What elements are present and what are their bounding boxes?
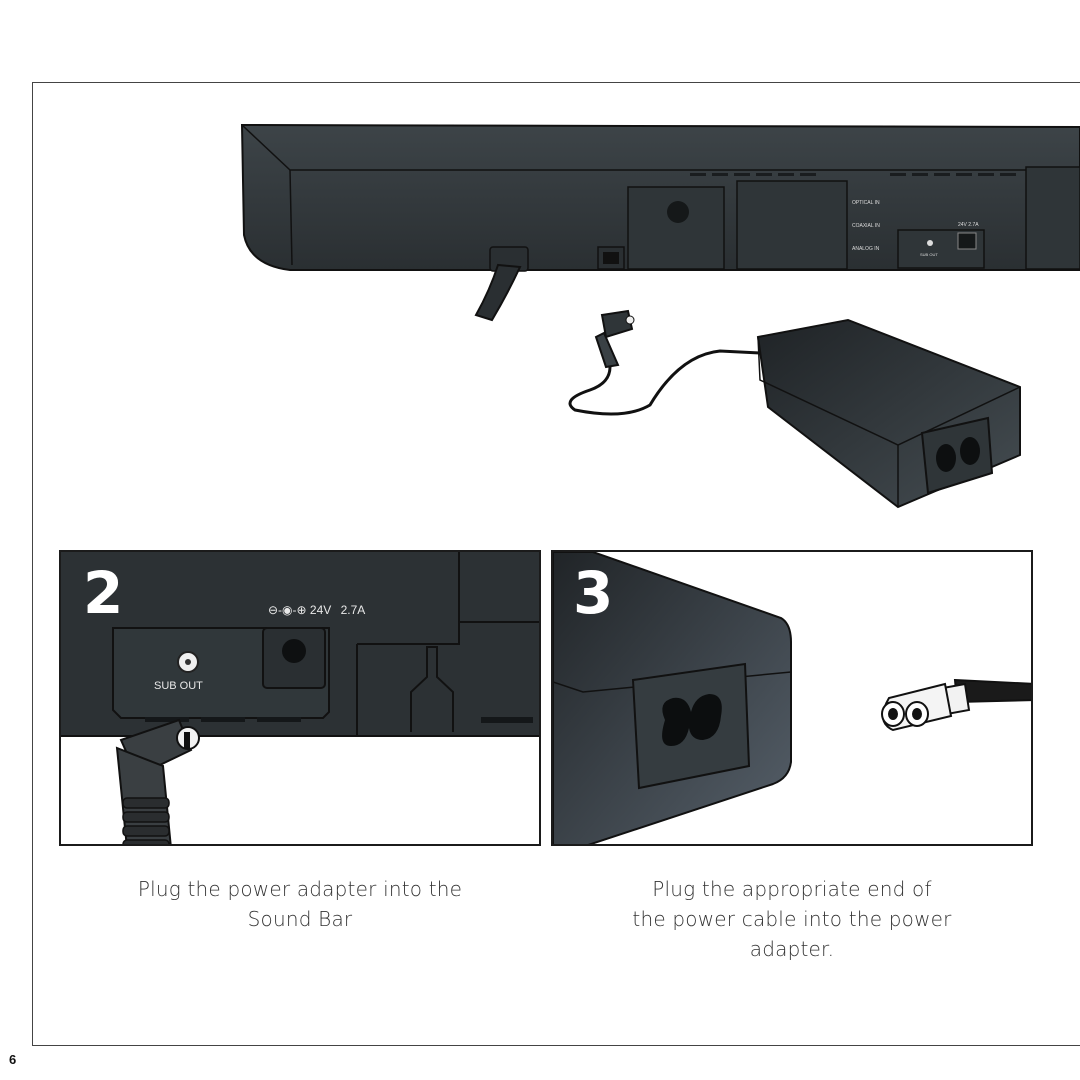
inserted-cable bbox=[474, 246, 529, 322]
step-2-illustration bbox=[61, 552, 539, 844]
polarity-symbol: ⊖-◉-⊕ bbox=[268, 603, 307, 617]
dc-plug-closeup bbox=[115, 718, 200, 844]
soundbar-adapter-illustration: OPTICAL IN COAXIAL IN ANALOG IN SUB OUT … bbox=[240, 123, 1080, 509]
step-3-panel: 3 bbox=[551, 550, 1033, 846]
caption-line: Plug the power adapter into the bbox=[137, 877, 463, 901]
page-number: 6 bbox=[9, 1052, 17, 1067]
step-3-caption: Plug the appropriate end of the power ca… bbox=[572, 874, 1012, 964]
caption-line: Sound Bar bbox=[247, 907, 353, 931]
power-cord-connector bbox=[881, 678, 1031, 732]
dc-plug bbox=[568, 309, 761, 416]
power-adapter bbox=[756, 318, 1021, 509]
step-3-illustration bbox=[553, 552, 1031, 844]
step-number: 3 bbox=[573, 559, 614, 627]
sub-out-label: SUB OUT bbox=[154, 680, 203, 692]
current-value: 2.7A bbox=[340, 603, 366, 617]
step-2-caption: Plug the power adapter into the Sound Ba… bbox=[80, 874, 520, 934]
optical-in-label: OPTICAL IN bbox=[852, 200, 880, 206]
step-number: 2 bbox=[83, 559, 124, 627]
power-small-label: 24V 2.7A bbox=[958, 222, 979, 228]
voltage-rating-label: ⊖-◉-⊕ 24V 2.7A bbox=[268, 603, 365, 617]
sub-out-small-label: SUB OUT bbox=[920, 252, 938, 257]
analog-in-label: ANALOG IN bbox=[852, 246, 880, 252]
caption-line: adapter. bbox=[749, 937, 835, 961]
step-2-panel: 2 bbox=[59, 550, 541, 846]
soundbar-body bbox=[240, 123, 1080, 271]
coaxial-in-label: COAXIAL IN bbox=[852, 223, 880, 229]
page-frame bbox=[32, 82, 1080, 1046]
caption-line: Plug the appropriate end of bbox=[652, 877, 932, 901]
voltage-value: 24V bbox=[309, 603, 332, 617]
adapter-closeup bbox=[553, 552, 792, 844]
caption-line: the power cable into the power bbox=[632, 907, 952, 931]
